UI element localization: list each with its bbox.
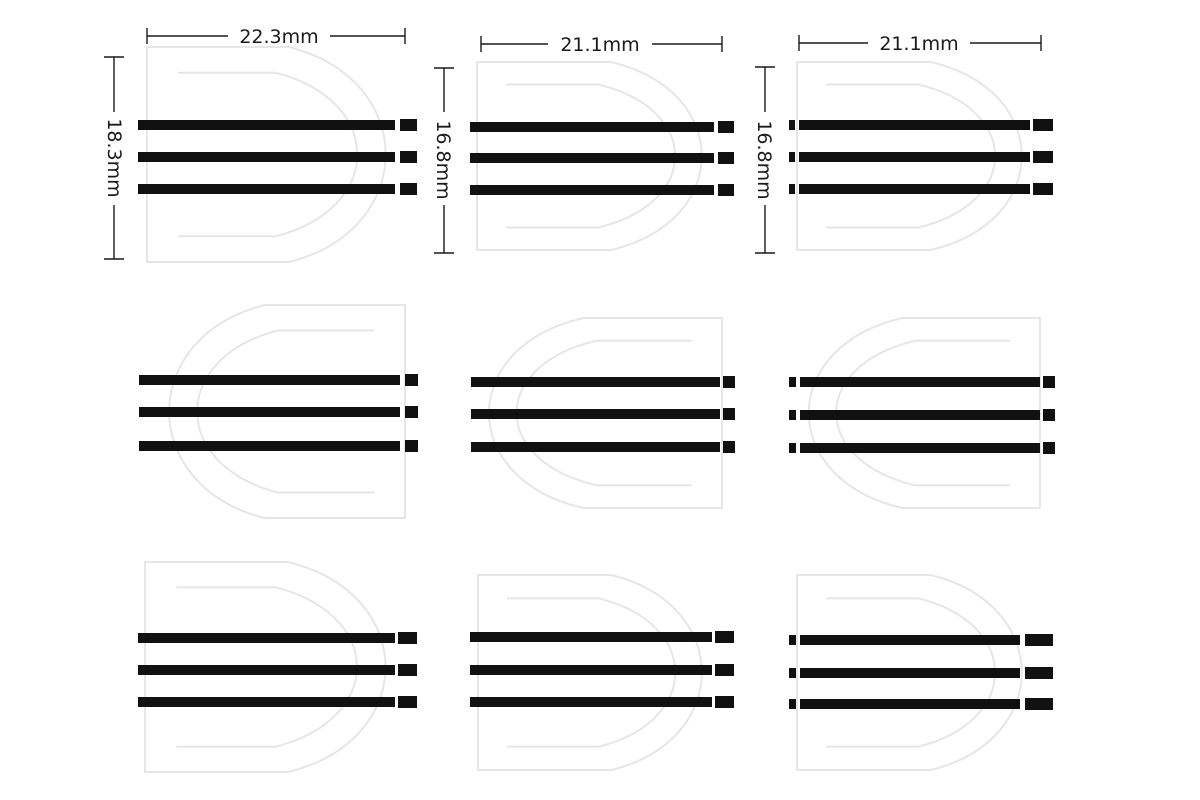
stripe-start-tab xyxy=(789,410,796,420)
width-dimension-3 xyxy=(798,35,1042,51)
stripe-end-tab xyxy=(1025,634,1053,646)
stripe-bar xyxy=(799,184,1030,194)
stripe-bar xyxy=(138,152,395,162)
stripe-bar xyxy=(138,633,395,643)
stripe-bar xyxy=(471,409,720,419)
stripe-bar xyxy=(138,120,395,130)
stripe-end-tab xyxy=(1033,183,1053,195)
stripe-bar xyxy=(139,407,400,417)
guide-outline-outer xyxy=(487,317,723,509)
stripe-bar xyxy=(800,699,1020,709)
stripe-end-tab xyxy=(1033,151,1053,163)
stripe-end-tab xyxy=(723,408,735,420)
stripe-bar xyxy=(800,443,1040,453)
height-label-1: 18.3mm xyxy=(103,118,125,197)
stripe-end-tab xyxy=(1043,442,1055,454)
width-label-3: 21.1mm xyxy=(879,33,958,55)
stripe-bar xyxy=(800,635,1020,645)
stripe-end-tab xyxy=(1025,667,1053,679)
stripe-end-tab xyxy=(405,440,418,452)
guide-outline-outer xyxy=(168,304,406,519)
stripe-bar xyxy=(470,697,712,707)
stripe-bar xyxy=(470,153,714,163)
stripe-end-tab xyxy=(1033,119,1053,131)
stripe-end-tab xyxy=(400,183,417,195)
stripe-end-tab xyxy=(1025,698,1053,710)
stripe-start-tab xyxy=(789,120,795,130)
stripe-bar xyxy=(470,185,714,195)
stripe-end-tab xyxy=(715,696,734,708)
width-label-2: 21.1mm xyxy=(560,34,639,56)
stripe-end-tab xyxy=(718,152,734,164)
stripe-bar xyxy=(800,668,1020,678)
stripe-end-tab xyxy=(1043,376,1055,388)
width-dimension-2 xyxy=(480,36,723,52)
stripe-bar xyxy=(138,184,395,194)
dimension-annotations xyxy=(104,28,1042,260)
stripe-end-tab xyxy=(398,632,417,644)
stripe-end-tab xyxy=(405,406,418,418)
stripe-end-tab xyxy=(723,376,735,388)
stripe-end-tab xyxy=(718,184,734,196)
stripe-end-tab xyxy=(405,374,418,386)
stripe-end-tab xyxy=(715,664,734,676)
stripe-bar xyxy=(138,665,395,675)
stripe-start-tab xyxy=(789,699,796,709)
stripe-end-tab xyxy=(398,664,417,676)
stripe-end-tab xyxy=(715,631,734,643)
stripe-start-tab xyxy=(789,443,796,453)
stripe-bar xyxy=(800,410,1040,420)
height-label-2: 16.8mm xyxy=(432,120,454,199)
stripe-end-tab xyxy=(400,151,417,163)
width-dimension-1 xyxy=(146,28,406,44)
stripe-end-tab xyxy=(718,121,734,133)
stripe-bar xyxy=(799,152,1030,162)
stripe-bar xyxy=(800,377,1040,387)
stripe-start-tab xyxy=(789,377,796,387)
height-dimension-1 xyxy=(104,56,124,260)
stripe-bar xyxy=(139,375,400,385)
stripe-bar xyxy=(139,441,400,451)
stripe-start-tab xyxy=(789,152,795,162)
stripe-bar xyxy=(138,697,395,707)
stripe-start-tab xyxy=(789,635,796,645)
stripe-end-tab xyxy=(400,119,417,131)
stripe-end-tab xyxy=(398,696,417,708)
stripe-end-tab xyxy=(1043,409,1055,421)
stripe-bar xyxy=(470,632,712,642)
stripe-bar xyxy=(470,665,712,675)
guide-outline-outer xyxy=(477,574,703,771)
stripe-patterns xyxy=(138,119,1055,710)
stripe-bar xyxy=(799,120,1030,130)
height-dimension-2 xyxy=(434,67,454,254)
stripe-bar xyxy=(470,122,714,132)
stripe-bar xyxy=(471,377,720,387)
height-label-3: 16.8mm xyxy=(753,120,775,199)
stripe-start-tab xyxy=(789,184,795,194)
width-label-1: 22.3mm xyxy=(239,26,318,48)
height-dimension-3 xyxy=(755,66,775,254)
stripe-bar xyxy=(471,442,720,452)
stripe-end-tab xyxy=(723,441,735,453)
guide-outline-outer xyxy=(796,574,1023,771)
stripe-start-tab xyxy=(789,668,796,678)
